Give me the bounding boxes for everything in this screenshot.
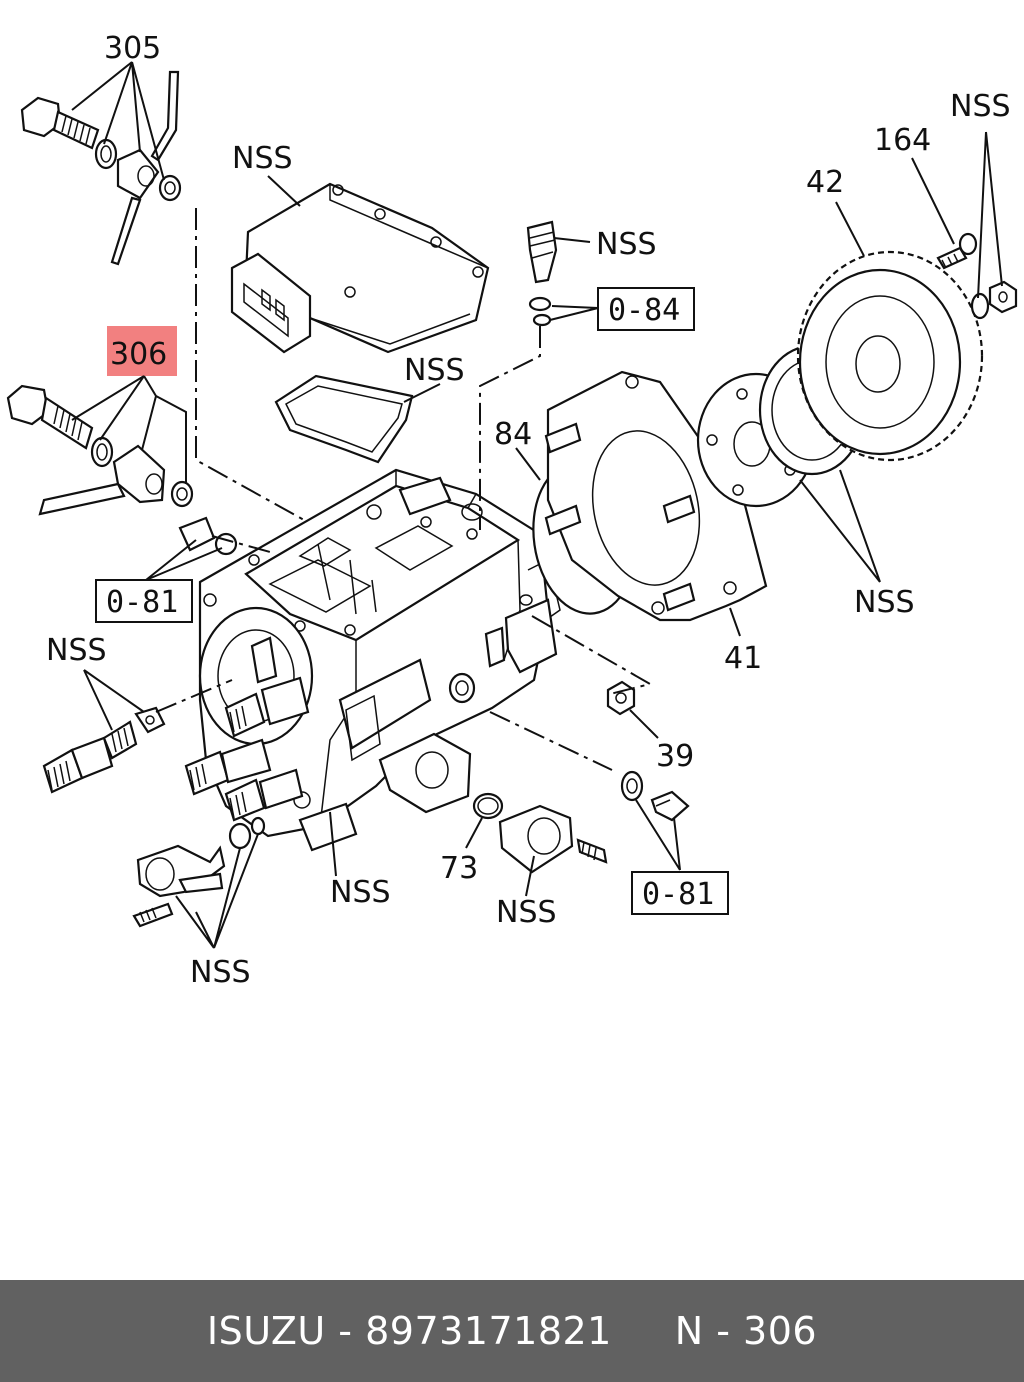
label-box-0-84: 0-84 bbox=[608, 293, 680, 328]
label-42: 42 bbox=[806, 165, 844, 200]
label-164: 164 bbox=[874, 123, 931, 158]
label-306: 306 bbox=[110, 337, 167, 372]
bolt-164 bbox=[936, 232, 978, 270]
box-0-81-left bbox=[95, 579, 193, 623]
part-number-footer: ISUZU - 8973171821 N - 306 bbox=[0, 1280, 1024, 1382]
gear-42 bbox=[796, 250, 984, 462]
box-0-84 bbox=[597, 287, 695, 331]
label-nss-plate: NSS bbox=[496, 895, 557, 930]
valve-part bbox=[526, 220, 558, 327]
left-fitting bbox=[42, 706, 166, 794]
bolt-0-81-right bbox=[620, 770, 690, 822]
label-box-0-81-right: 0-81 bbox=[642, 877, 714, 912]
housing-41 bbox=[544, 370, 768, 622]
label-nss-bottom-left: NSS bbox=[190, 955, 251, 990]
nut-39 bbox=[606, 680, 636, 716]
cover-plate bbox=[498, 804, 608, 874]
label-nss-ecu: NSS bbox=[232, 141, 293, 176]
banjo-fitting-305 bbox=[20, 70, 182, 266]
ecu-gasket bbox=[274, 374, 414, 464]
label-nss-left: NSS bbox=[46, 633, 107, 668]
ecu-module bbox=[230, 182, 490, 354]
label-box-0-81-left: 0-81 bbox=[106, 585, 178, 620]
box-0-81-right bbox=[631, 871, 729, 915]
label-nss-valve: NSS bbox=[596, 227, 657, 262]
label-41: 41 bbox=[724, 641, 762, 676]
sensor-assembly bbox=[132, 816, 266, 928]
label-nss-topright: NSS bbox=[950, 89, 1011, 124]
label-84: 84 bbox=[494, 417, 532, 452]
label-305: 305 bbox=[104, 31, 161, 66]
footer-text: ISUZU - 8973171821 N - 306 bbox=[206, 1309, 818, 1353]
exploded-parts-diagram: 305 306 NSS NSS NSS NSS 164 42 84 NSS 41… bbox=[6, 31, 1018, 990]
banjo-fitting-306 bbox=[6, 384, 194, 516]
highlight-306 bbox=[107, 326, 177, 376]
washer-nut bbox=[970, 280, 1018, 320]
delivery-valves bbox=[184, 636, 310, 822]
bolt-0-81-left bbox=[178, 516, 238, 556]
label-39: 39 bbox=[656, 739, 694, 774]
label-nss-bottom-mid: NSS bbox=[330, 875, 391, 910]
label-73: 73 bbox=[440, 851, 478, 886]
pump-body bbox=[198, 468, 561, 852]
label-nss-gasket: NSS bbox=[404, 353, 465, 388]
label-nss-hub: NSS bbox=[854, 585, 915, 620]
